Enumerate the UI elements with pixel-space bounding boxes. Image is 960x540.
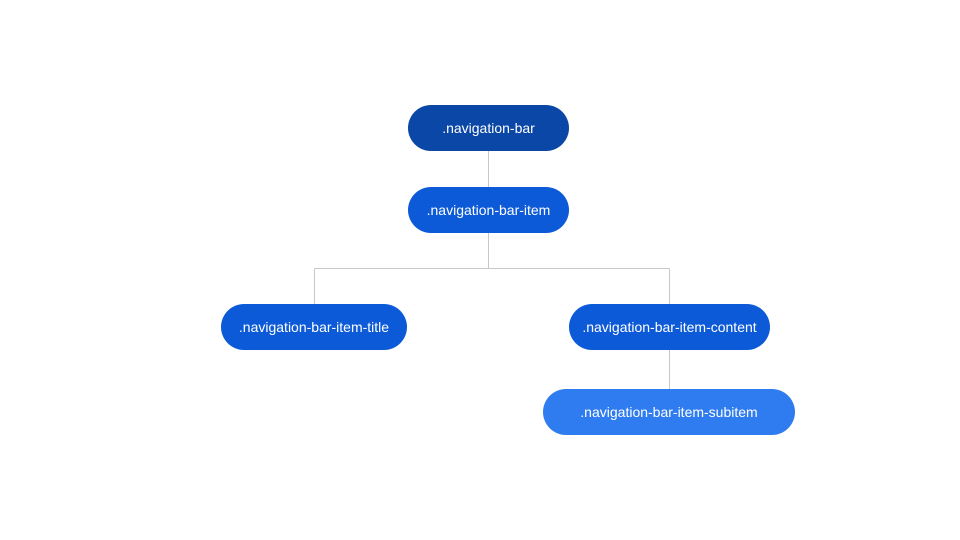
node-label: .navigation-bar-item-content xyxy=(582,319,757,335)
node-label: .navigation-bar-item-title xyxy=(238,319,390,335)
node-label: .navigation-bar xyxy=(442,120,535,136)
node-navigation-bar: .navigation-bar xyxy=(408,105,569,151)
node-navigation-bar-item: .navigation-bar-item xyxy=(408,187,569,233)
node-navigation-bar-item-title: .navigation-bar-item-title xyxy=(221,304,407,350)
node-label: .navigation-bar-item-subitem xyxy=(580,404,758,420)
node-navigation-bar-item-subitem: .navigation-bar-item-subitem xyxy=(543,389,795,435)
node-navigation-bar-item-content: .navigation-bar-item-content xyxy=(569,304,770,350)
node-label: .navigation-bar-item xyxy=(426,202,551,218)
